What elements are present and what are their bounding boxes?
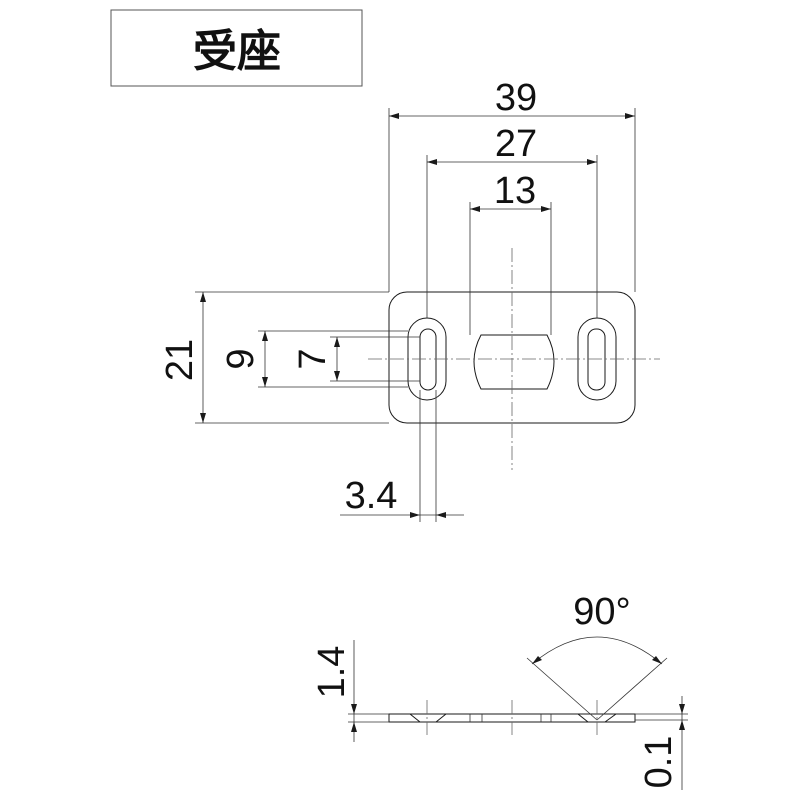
dim-3-4-label: 3.4 [345,475,398,517]
dim-27: 27 [426,123,598,318]
center-opening [473,334,555,390]
dim-0-1: 0.1 [635,696,688,790]
dim-39: 39 [388,77,636,292]
dim-9: 9 [220,330,408,388]
dim-39-label: 39 [495,77,537,119]
side-countersink-left [409,713,447,723]
dim-0-1-label: 0.1 [638,736,680,789]
title-text: 受座 [193,26,281,77]
dim-13: 13 [469,170,552,335]
dim-7: 7 [292,336,420,382]
dim-3-4: 3.4 [340,390,464,522]
dim-1-4: 1.4 [311,640,389,742]
dim-9-label: 9 [220,348,262,369]
plate-side-view: 90° [388,591,668,735]
plate-top-view [368,248,660,470]
dim-1-4-label: 1.4 [311,646,353,699]
dim-21: 21 [159,291,389,424]
dim-90-label: 90° [573,591,630,633]
side-countersink-right [577,713,617,723]
dim-27-label: 27 [495,123,537,165]
right-slot-inner [587,328,606,391]
dim-13-label: 13 [494,170,536,212]
dim-21-label: 21 [159,339,201,381]
title-box: 受座 [110,9,363,87]
dim-7-label: 7 [292,348,334,369]
left-slot-inner [419,328,437,391]
